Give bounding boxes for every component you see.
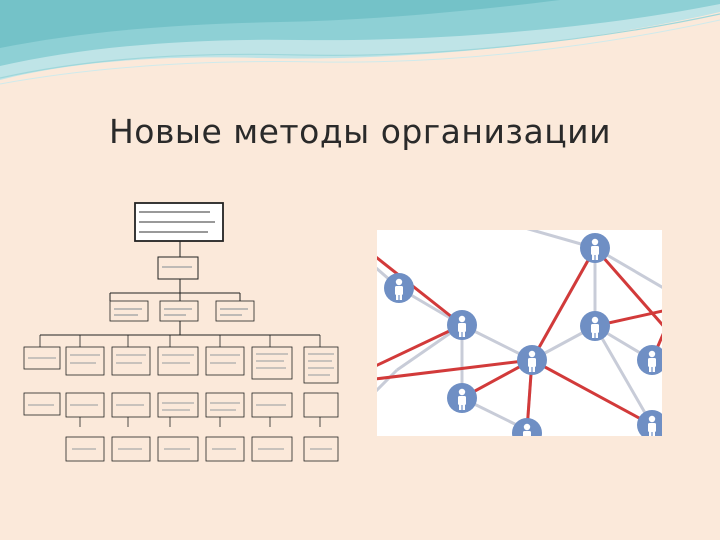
network-red-links — [377, 247, 662, 431]
person-icon — [384, 273, 414, 303]
person-icon — [517, 345, 547, 375]
network-diagram-panel — [377, 230, 662, 436]
person-icon — [447, 383, 477, 413]
org-chart-level4-boxes — [23, 335, 339, 384]
slide-title: Новые методы организации — [108, 112, 612, 151]
decorative-swoosh — [0, 0, 720, 85]
person-icon — [580, 311, 610, 341]
person-icon — [447, 310, 477, 340]
org-chart-level2-box — [157, 256, 199, 280]
org-chart-level3-boxes — [109, 300, 255, 322]
person-icon — [512, 418, 542, 436]
network-diagram — [377, 230, 662, 436]
person-icon — [637, 345, 662, 375]
org-chart-diagram — [23, 202, 339, 462]
person-icon — [637, 410, 662, 436]
network-gray-links — [377, 230, 662, 432]
person-icon — [580, 233, 610, 263]
org-chart-level6-boxes — [65, 417, 339, 462]
org-chart-level5-boxes — [23, 392, 339, 418]
